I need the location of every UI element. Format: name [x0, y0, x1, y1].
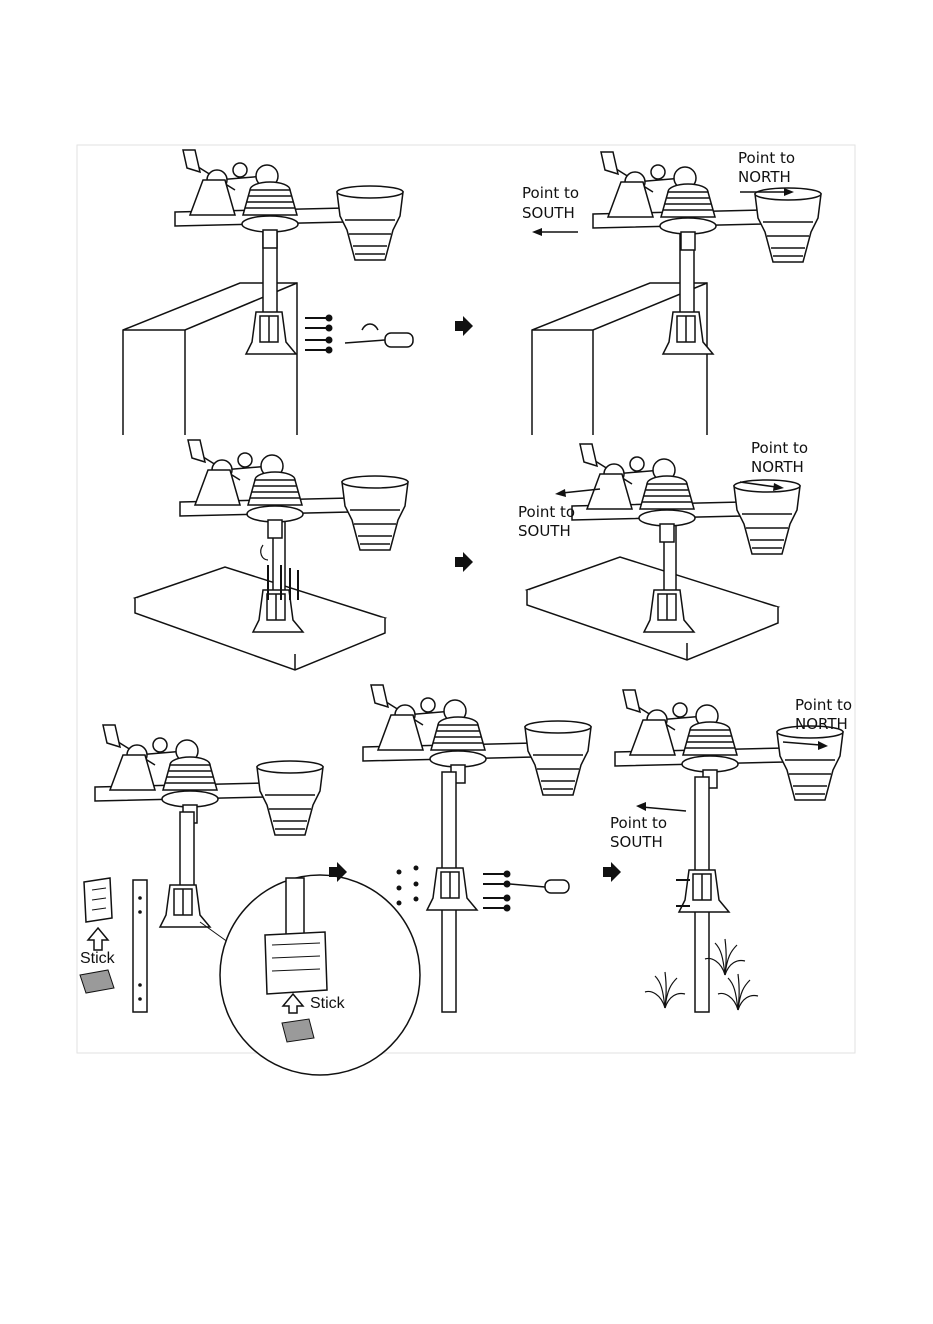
north-label-line2: NORTH	[738, 167, 791, 187]
south-label-line1: Point to	[522, 183, 579, 203]
north-label-line1: Point to	[738, 148, 795, 168]
stick-zoom-label: Stick	[310, 995, 345, 1013]
south-label-line2: SOUTH	[522, 203, 575, 223]
north-label-line1: Point to	[795, 695, 852, 715]
north-label-line1: Point to	[751, 438, 808, 458]
south-label-line1: Point to	[610, 813, 667, 833]
south-label-line2: SOUTH	[610, 832, 663, 852]
south-label-line1: Point to	[518, 502, 575, 522]
north-label-line2: NORTH	[795, 714, 848, 734]
south-label-line2: SOUTH	[518, 521, 571, 541]
stick-label: Stick	[80, 950, 115, 968]
north-label-line2: NORTH	[751, 457, 804, 477]
